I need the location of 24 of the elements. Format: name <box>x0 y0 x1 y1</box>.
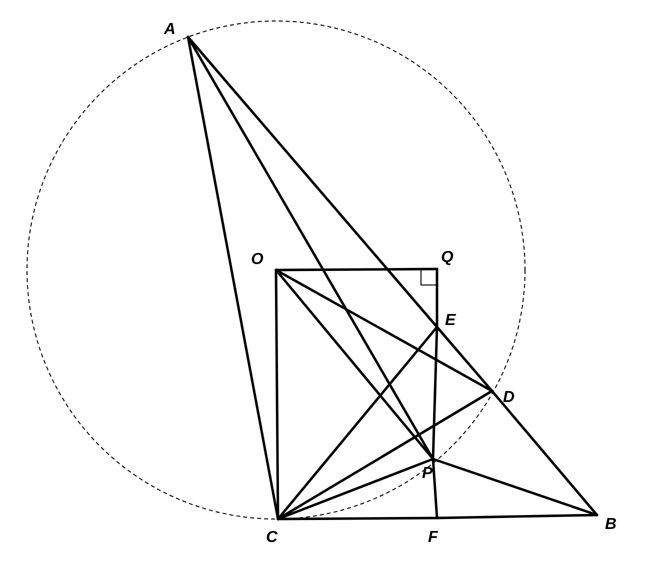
line-segment <box>274 268 434 460</box>
line-segment <box>436 514 598 520</box>
line-segment <box>276 390 494 520</box>
point-label: E <box>445 313 456 329</box>
point-label: P <box>422 466 433 482</box>
line-segment <box>432 458 598 516</box>
line-segment <box>490 390 598 516</box>
line-segment <box>274 268 280 520</box>
line-segment <box>276 458 434 520</box>
point-label: B <box>605 517 617 533</box>
line-segment <box>436 326 494 392</box>
line-segment <box>274 268 494 392</box>
point-label: D <box>503 390 515 406</box>
line-segment <box>186 36 438 328</box>
point-label: O <box>251 252 264 268</box>
point-label: Q <box>441 250 454 266</box>
line-segment <box>436 268 438 328</box>
point-label: F <box>428 530 438 546</box>
line-segment <box>276 516 438 520</box>
line-segment <box>276 326 438 520</box>
line-segment <box>274 268 438 272</box>
point-label: A <box>164 22 176 38</box>
line-segment <box>432 458 438 520</box>
point-label: C <box>266 530 278 546</box>
